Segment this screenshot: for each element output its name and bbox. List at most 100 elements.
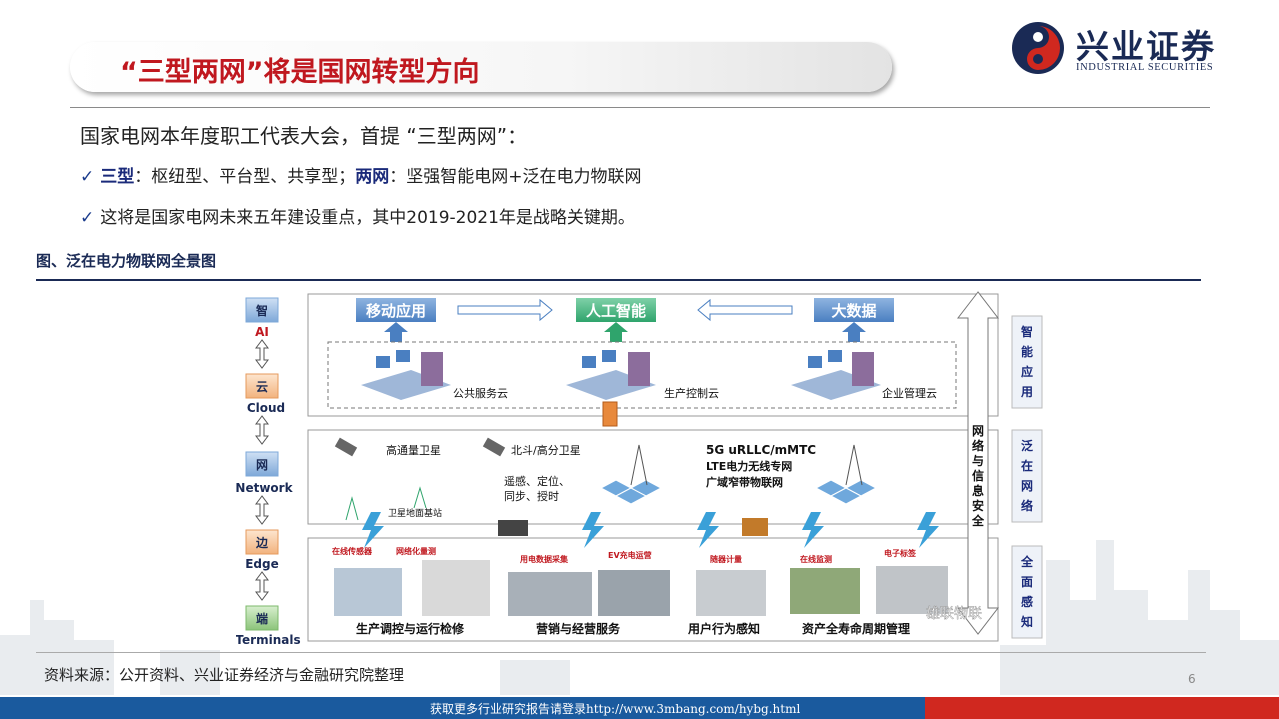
sat2-desc1: 遥感、定位、 <box>504 474 570 488</box>
layer-cloud-en: Cloud <box>247 401 285 415</box>
cloud-servers-production <box>566 350 656 400</box>
hex-cluster-2 <box>814 444 878 505</box>
security-label: 网 络 与 信 息 安 全 <box>971 424 985 528</box>
tile-cloud <box>245 373 279 399</box>
tag-meter: 随器计量 <box>710 554 742 564</box>
layer-network-cn: 网 <box>256 458 268 472</box>
brand-logo: 兴业证券 INDUSTRIAL SECURITIES <box>1010 20 1260 76</box>
arrow-left-icon <box>697 298 793 322</box>
svg-text:泛: 泛 <box>1021 438 1033 453</box>
svg-text:络: 络 <box>1021 498 1033 513</box>
check-icon: ✓ <box>80 167 95 187</box>
arrow-up-icon <box>842 322 866 342</box>
footer-link[interactable]: 获取更多行业研究报告请登录http://www.3mbang.com/hybg.… <box>430 702 801 716</box>
svg-text:感: 感 <box>1021 594 1033 609</box>
updown-arrow-icon <box>255 495 269 525</box>
tile-ai <box>245 297 279 323</box>
text-key-period: 这将是国家电网未来五年建设重点，其中2019-2021年是战略关键期。 <box>100 208 635 228</box>
figure-caption: 图、泛在电力物联网全景图 <box>36 252 217 270</box>
tile-network <box>245 451 279 477</box>
layer-cloud-cn: 云 <box>256 380 268 394</box>
tag-ev-charging: EV充电运营 <box>608 550 652 560</box>
page-number: 6 <box>1188 672 1196 686</box>
app-bigdata-label: 大数据 <box>831 302 876 320</box>
lightning-icons <box>362 512 939 548</box>
arrow-up-icon <box>604 322 628 342</box>
svg-text:与: 与 <box>972 454 984 468</box>
layer-terminals-en: Terminals <box>236 633 301 645</box>
iot-panorama-diagram: 智 AI 云 Cloud 网 Network 边 Edge 端 Terminal… <box>236 290 1046 645</box>
label-two-nets: 两网 <box>355 167 390 187</box>
terminal-photos <box>334 560 948 616</box>
tag-online-sensor: 在线传感器 <box>332 546 373 556</box>
layer-edge-en: Edge <box>245 557 279 571</box>
app-mobile-label: 移动应用 <box>366 302 426 320</box>
right-label-sense-box <box>1011 545 1043 639</box>
source-divider <box>36 652 1206 653</box>
svg-text:应: 应 <box>1021 364 1033 379</box>
label-three-types: 三型 <box>100 167 135 187</box>
svg-text:络: 络 <box>972 438 984 453</box>
hex-cluster-1 <box>599 444 663 505</box>
updown-arrow-icon <box>255 415 269 445</box>
intro-text: 国家电网本年度职工代表大会，首提 “三型两网”： <box>80 124 528 148</box>
svg-text:智: 智 <box>1020 324 1033 339</box>
cloud-zone <box>327 341 957 409</box>
check-icon: ✓ <box>80 208 95 228</box>
group-asset: 资产全寿命周期管理 <box>802 621 910 636</box>
satellite-1-icon <box>334 437 358 457</box>
bottom-group-labels: 生产调控与运行检修 营销与经营服务 用户行为感知 资产全寿命周期管理 <box>356 621 910 636</box>
figure-divider <box>36 279 1201 281</box>
sat1-label: 高通量卫星 <box>386 443 441 457</box>
cloud-enterprise-label: 企业管理云 <box>882 386 937 400</box>
band-network <box>307 429 999 525</box>
svg-text:息: 息 <box>972 483 984 498</box>
svg-text:全: 全 <box>971 513 985 528</box>
logo-name: 兴业证券 <box>1076 27 1216 66</box>
updown-arrow-icon <box>255 571 269 601</box>
footer-bar-blue <box>0 697 925 719</box>
footer-bar-red <box>925 697 1279 719</box>
left-layer-column: 智 AI 云 Cloud 网 Network 边 Edge 端 Terminal… <box>236 297 301 645</box>
layer-ai-en: AI <box>255 325 269 339</box>
app-ai-box <box>576 298 656 322</box>
text-three-types: ：枢纽型、平台型、共享型； <box>134 167 356 187</box>
page-title: “三型两网”将是国网转型方向 <box>120 57 480 88</box>
svg-text:信: 信 <box>972 468 984 483</box>
bullet-three-types: ✓三型：枢纽型、平台型、共享型；两网：坚强智能电网+泛在电力物联网 <box>80 162 642 187</box>
app-ai-label: 人工智能 <box>586 302 646 320</box>
ground-station-label: 卫星地面基站 <box>388 507 442 519</box>
cloud-public-label: 公共服务云 <box>453 387 508 400</box>
terminal-tags: 在线传感器 网络化量测 用电数据采集 EV充电运营 随器计量 在线监测 电子标签 <box>332 546 917 564</box>
security-updown-arrow-icon <box>956 291 1000 635</box>
bullet-key-period: ✓这将是国家电网未来五年建设重点，其中2019-2021年是战略关键期。 <box>80 203 635 228</box>
tag-online-monitor: 在线监测 <box>800 554 832 564</box>
wireless-line3: 广域窄带物联网 <box>706 475 783 489</box>
svg-text:在: 在 <box>1021 458 1033 473</box>
right-label-net-box <box>1011 429 1043 523</box>
cloud-production-label: 生产控制云 <box>664 386 719 400</box>
svg-text:网: 网 <box>972 424 984 438</box>
group-marketing: 营销与经营服务 <box>536 621 621 636</box>
layer-network-en: Network <box>236 481 294 495</box>
app-mobile-box <box>356 298 436 322</box>
tile-edge <box>245 529 279 555</box>
group-production: 生产调控与运行检修 <box>356 621 465 636</box>
arrow-up-icon <box>384 322 408 342</box>
title-bar: “三型两网”将是国网转型方向 <box>70 42 892 92</box>
wireless-line2: LTE电力无线专网 <box>706 459 792 473</box>
logo-emblem-icon <box>1012 22 1064 74</box>
right-label-app-box <box>1011 315 1043 409</box>
wechat-watermark: 雄联物联 <box>926 606 982 622</box>
tag-e-label: 电子标签 <box>884 548 917 558</box>
satellite-2-icon <box>482 437 506 457</box>
cloud-servers-enterprise <box>791 350 881 400</box>
svg-text:用: 用 <box>1020 385 1033 399</box>
arrow-right-icon <box>457 298 553 322</box>
skyline-watermark <box>0 540 1279 695</box>
header-divider <box>70 107 1210 108</box>
text-two-nets: ：坚强智能电网+泛在电力物联网 <box>389 167 642 187</box>
